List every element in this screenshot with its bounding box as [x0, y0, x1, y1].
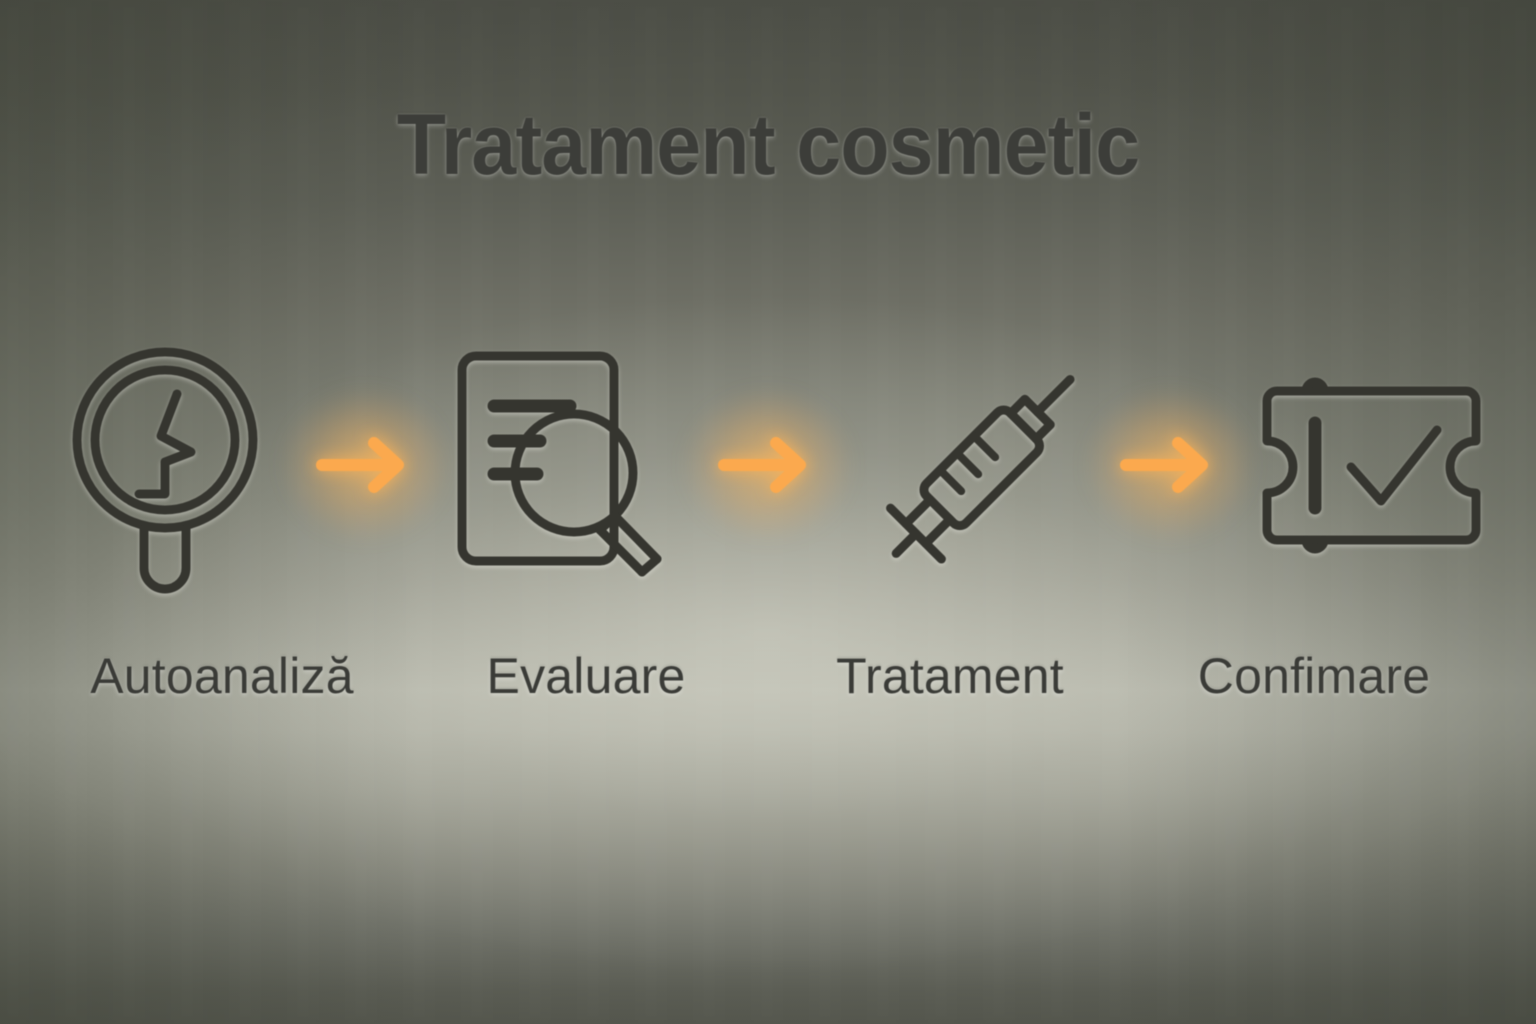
- step-labels-row: Autoanaliză Evaluare Tratament Confimare: [40, 636, 1496, 716]
- step-label-tratament: Tratament: [836, 648, 1064, 704]
- step-icon-tratament[interactable]: [864, 340, 1075, 590]
- step-label-autoanaliza: Autoanaliză: [90, 648, 354, 704]
- document-magnifier-icon: [457, 351, 662, 576]
- ticket-checkmark-icon: [1262, 377, 1480, 553]
- flow-arrow-1: [261, 370, 471, 560]
- step-icon-confimare[interactable]: [1262, 340, 1480, 590]
- arrow-right-icon: [316, 437, 404, 493]
- page-title: Tratament cosmetic: [396, 97, 1140, 193]
- arrow-right-icon: [1120, 437, 1208, 493]
- flow-arrow-3: [1065, 370, 1275, 560]
- syringe-icon: [886, 374, 1075, 564]
- step-icon-autoanaliza[interactable]: [60, 340, 270, 594]
- step-label-evaluare: Evaluare: [486, 648, 686, 704]
- arrow-right-icon: [718, 437, 806, 493]
- step-label-confimare: Confimare: [1197, 648, 1431, 704]
- process-flow-row: [60, 330, 1480, 600]
- step-icon-evaluare[interactable]: [457, 340, 672, 590]
- hand-mirror-face-profile-icon: [72, 347, 258, 594]
- flow-arrow-2: [663, 370, 873, 560]
